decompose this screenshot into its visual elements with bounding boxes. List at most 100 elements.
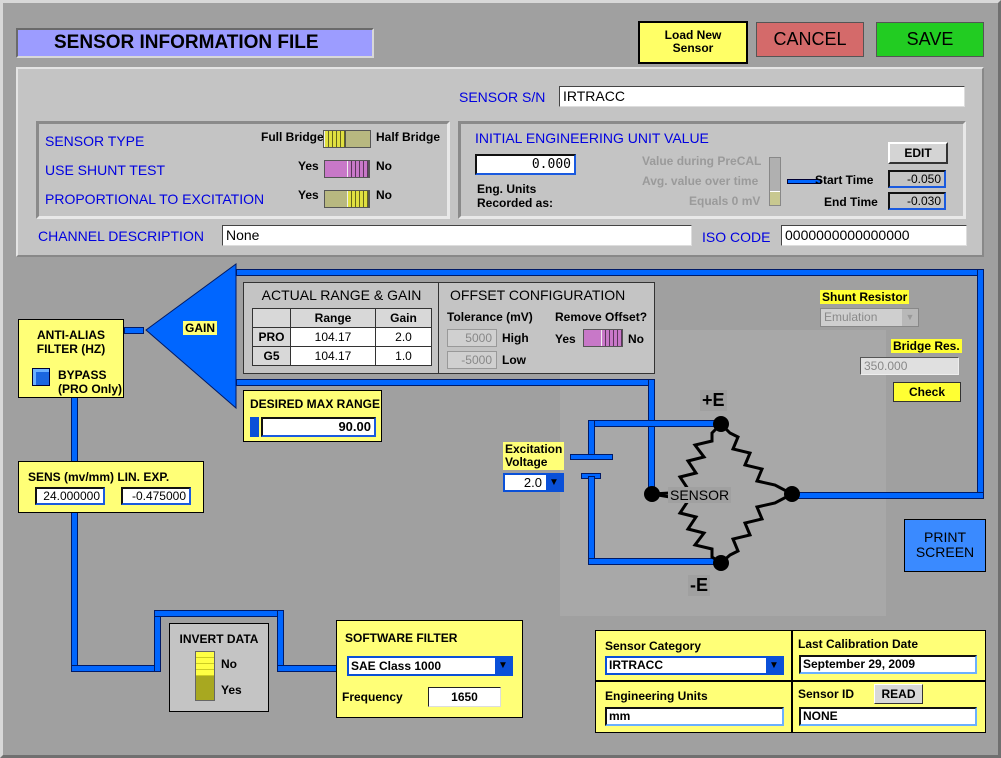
load-new-sensor-button[interactable]: Load New Sensor [638,21,748,64]
wire-mid [236,379,654,386]
node-top [713,416,729,432]
row-gain: 1.0 [375,346,432,366]
page-title: SENSOR INFORMATION FILE [16,28,374,58]
battery-plate-long [570,454,613,460]
option-zero[interactable]: Equals 0 mV [689,194,761,208]
software-filter-title: SOFTWARE FILTER [345,631,458,645]
bypass-label-2: (PRO Only) [58,382,123,396]
end-time-value[interactable]: -0.030 [888,192,946,210]
table-row: G5 104.17 1.0 [252,346,432,366]
bypass-label-1: BYPASS [58,368,107,382]
chevron-down-icon: ▼ [766,658,782,673]
invert-yes-label: Yes [221,683,242,697]
shunt-test-toggle[interactable] [324,160,370,178]
slider-thumb[interactable] [770,191,780,205]
print-screen-button[interactable]: PRINT SCREEN [904,519,986,572]
start-time-value[interactable]: -0.050 [888,170,946,188]
desired-max-range-input[interactable]: 90.00 [261,417,376,437]
resistor-top-right [719,422,793,496]
wire-top [236,269,984,276]
sensor-category-dropdown[interactable]: IRTRACC ▼ [605,656,784,675]
tolerance-label: Tolerance (mV) [447,310,533,324]
gain-amplifier-icon [145,263,237,410]
bridge-res-label: Bridge Res. [891,339,962,353]
print-screen-label-2: SCREEN [915,544,975,560]
software-filter-box: SOFTWARE FILTER SAE Class 1000 ▼ Frequen… [336,620,523,718]
cancel-button[interactable]: CANCEL [756,22,864,57]
sensor-id-label: Sensor ID [798,687,855,701]
row-name: G5 [252,346,291,366]
initial-eu-group: INITIAL ENGINEERING UNIT VALUE 0.000 Eng… [458,121,966,219]
sensor-type-toggle[interactable] [323,130,371,148]
check-button[interactable]: Check [893,382,961,402]
wire-to-filter [277,665,337,672]
engineering-units-label: Engineering Units [605,689,708,703]
half-bridge-label: Half Bridge [376,130,441,144]
tolerance-high-input[interactable]: 5000 [447,329,497,347]
save-button[interactable]: SAVE [876,22,984,57]
edit-button[interactable]: EDIT [888,142,948,164]
excitation-label-1: Excitation [505,442,563,456]
option-avg[interactable]: Avg. value over time [642,174,759,188]
wire-bridge-out [790,492,984,499]
end-time-label: End Time [824,195,878,209]
range-gain-table: Range Gain PRO 104.17 2.0 G5 104.17 1.0 [252,308,432,366]
toggle-thumb [601,330,623,346]
sensor-sn-input[interactable]: IRTRACC [559,86,965,107]
tolerance-low-input[interactable]: -5000 [447,351,497,369]
channel-description-input[interactable]: None [222,225,692,246]
plus-e-label: +E [700,390,727,411]
row-gain: 2.0 [375,327,432,347]
frequency-input[interactable]: 1650 [428,687,501,707]
anti-alias-filter-box: ANTI-ALIAS FILTER (HZ) BYPASS (PRO Only) [18,319,124,398]
excitation-label-2: Voltage [505,455,548,469]
initial-eu-value-input[interactable]: 0.000 [475,154,576,175]
anti-alias-title-2: FILTER (HZ) [36,342,106,356]
wire-filter-sens [71,396,78,462]
calibration-date-input[interactable]: September 29, 2009 [799,655,977,674]
start-time-label: Start Time [815,173,874,187]
lin-exp-input[interactable]: -0.475000 [121,487,191,505]
chevron-down-icon: ▼ [495,658,511,674]
recorded-as-slider[interactable] [769,157,781,206]
remove-yes-label: Yes [555,332,576,346]
read-button[interactable]: READ [874,684,923,704]
sensor-sn-label: SENSOR S/N [459,89,546,105]
shunt-no-label: No [376,159,392,173]
full-bridge-label: Full Bridge [261,130,324,144]
wire-invert-top [154,610,284,617]
proportional-excitation-toggle[interactable] [324,190,370,208]
sensitivity-input[interactable]: 24.000000 [35,487,105,505]
chevron-down-icon: ▼ [546,475,562,490]
sensor-id-input[interactable]: NONE [799,707,977,726]
shunt-resistor-dropdown[interactable]: Emulation ▼ [820,308,919,327]
excitation-value: 2.0 [523,475,542,490]
iso-code-input[interactable]: 0000000000000000 [781,225,967,246]
shunt-yes-label: Yes [298,159,319,173]
range-gain-section: ACTUAL RANGE & GAIN Range Gain PRO 104.1… [244,283,439,373]
remove-offset-toggle[interactable] [583,329,623,347]
gain-label: GAIN [183,321,217,335]
option-precal[interactable]: Value during PreCAL [642,154,762,168]
invert-data-switch[interactable] [195,651,215,701]
range-stepper[interactable] [250,417,259,437]
engineering-units-input[interactable]: mm [605,707,784,726]
bridge-res-input[interactable]: 350.000 [860,357,959,375]
toggle-thumb [347,191,369,207]
chevron-down-icon: ▼ [902,309,918,326]
resistor-bottom-right [720,492,793,565]
excitation-voltage-dropdown[interactable]: 2.0 ▼ [503,473,564,492]
print-screen-label-1: PRINT [924,529,966,545]
desired-max-range-label: DESIRED MAX RANGE [250,397,381,411]
channel-description-label: CHANNEL DESCRIPTION [38,228,204,244]
row-name: PRO [252,327,291,347]
prop-yes-label: Yes [298,188,319,202]
software-filter-dropdown[interactable]: SAE Class 1000 ▼ [347,656,513,676]
remove-no-label: No [628,332,644,346]
row-range: 104.17 [290,327,376,347]
range-offset-panel: ACTUAL RANGE & GAIN Range Gain PRO 104.1… [243,282,655,374]
wire-battery-top [588,420,595,457]
bypass-checkbox[interactable] [32,368,50,386]
frequency-label: Frequency [342,690,403,704]
switch-thumb[interactable] [196,652,214,676]
